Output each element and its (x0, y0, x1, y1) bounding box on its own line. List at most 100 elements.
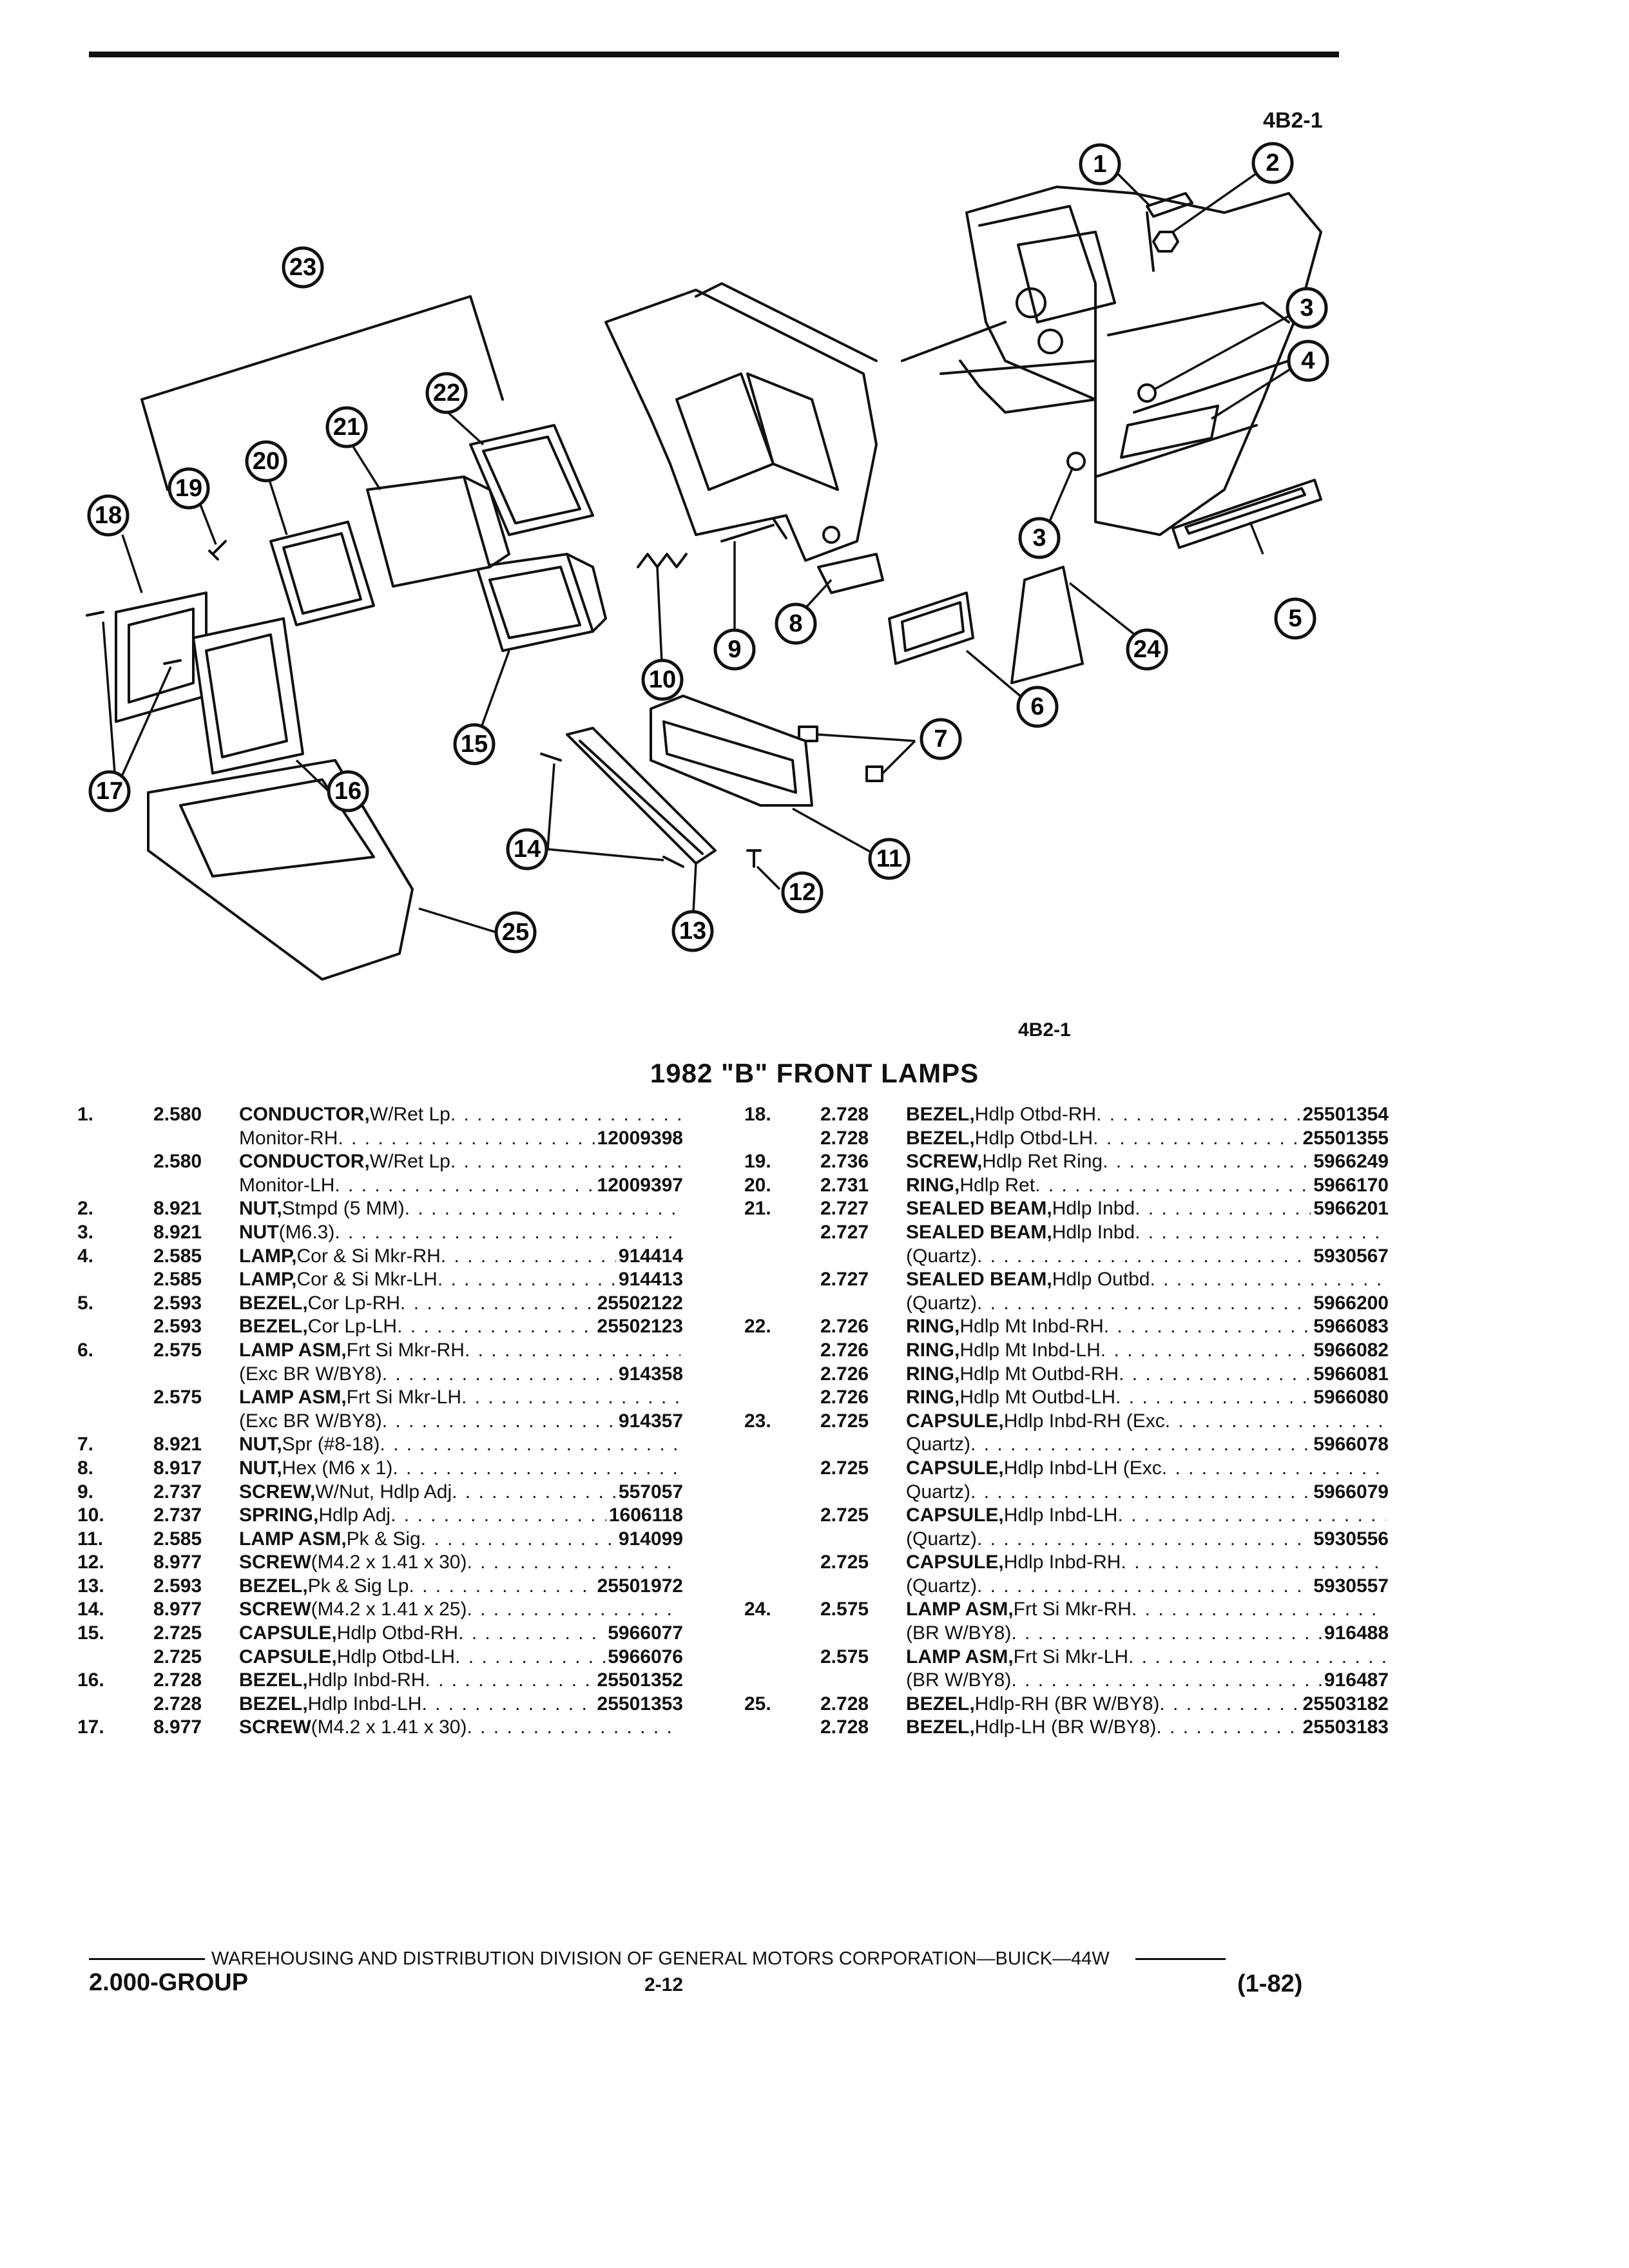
part-name: LAMP ASM, (239, 1387, 347, 1408)
leader-dots (1135, 1197, 1311, 1221)
part-description: (Quartz) (906, 1245, 1311, 1269)
part-description: CAPSULE, Hdlp Inbd-LH (Exc (906, 1457, 1386, 1481)
leader-dots (1096, 1103, 1300, 1127)
part-description: NUT, Spr (#8-18) (239, 1433, 680, 1457)
svg-text:17: 17 (96, 778, 123, 805)
part-description: SCREW, Hdlp Ret Ring (906, 1150, 1311, 1174)
part-number (1386, 1457, 1389, 1481)
leader-dots (1011, 1622, 1322, 1646)
screw-part (86, 611, 182, 665)
part-number: 914357 (618, 1410, 683, 1432)
parts-list-row: Quartz)5966079 (744, 1481, 1389, 1504)
exploded-parts-diagram: 1 2 3 4 3 5 24 6 7 8 9 10 11 12 13 14 15… (86, 142, 1329, 981)
part-detail: (Quartz) (906, 1245, 978, 1267)
part-detail: Hdlp Ret (959, 1174, 1036, 1196)
item-number: 8. (77, 1457, 94, 1479)
leader-dots (1119, 1363, 1311, 1387)
conductor-part (1146, 192, 1193, 272)
part-number: 5966082 (1313, 1339, 1389, 1361)
callout-6: 6 (1016, 686, 1059, 728)
part-description: LAMP ASM, Frt Si Mkr-LH (906, 1646, 1386, 1669)
svg-text:15: 15 (461, 731, 488, 758)
item-number: 12. (77, 1552, 104, 1573)
part-detail: Hdlp Inbd-RH (1003, 1552, 1121, 1573)
part-number (680, 1457, 683, 1481)
group-number: 2.726 (820, 1339, 869, 1361)
leader-dots (438, 1268, 616, 1292)
part-description: SEALED BEAM, Hdlp Outbd (906, 1268, 1386, 1292)
part-name: CONDUCTOR, (239, 1104, 370, 1125)
part-name: LAMP, (239, 1245, 297, 1267)
part-detail: (M4.2 x 1.41 x 25) (311, 1599, 467, 1620)
group-number: 2.728 (820, 1716, 869, 1738)
footer-page-number: 2-12 (644, 1974, 684, 1995)
item-number: 9. (77, 1481, 94, 1503)
callout-13: 13 (671, 910, 714, 952)
group-number (820, 1245, 906, 1269)
item-number (744, 1268, 820, 1292)
park-signal-lamp-part (650, 695, 813, 807)
part-detail: Quartz) (906, 1481, 971, 1503)
part-number (680, 1551, 683, 1575)
part-detail: Cor Lp-LH (307, 1316, 398, 1338)
leader-dots (382, 1363, 616, 1387)
item-number: 1. (77, 1104, 94, 1125)
leader-dots (409, 1575, 594, 1599)
leader-dots (467, 1598, 680, 1622)
callout-5: 5 (1274, 597, 1316, 640)
part-detail: Hdlp Inbd-LH (1003, 1504, 1118, 1526)
group-number: 2.575 (153, 1339, 202, 1361)
part-detail: Frt Si Mkr-RH (1013, 1599, 1132, 1620)
part-description: RING, Hdlp Mt Inbd-RH (906, 1315, 1311, 1339)
group-number: 2.585 (153, 1245, 202, 1267)
leader-dots (455, 1646, 605, 1669)
svg-text:16: 16 (334, 778, 361, 805)
part-name: LAMP ASM, (239, 1528, 347, 1550)
parts-list-row: (Quartz)5930557 (744, 1575, 1389, 1599)
part-detail: Hdlp Otbd-LH (974, 1127, 1094, 1149)
part-number: 12009397 (597, 1174, 683, 1196)
item-number (744, 1339, 820, 1363)
item-number: 22. (744, 1316, 771, 1338)
part-name: BEZEL, (239, 1292, 308, 1314)
part-description: RING, Hdlp Mt Outbd-RH (906, 1363, 1311, 1387)
spring-nut-part (865, 765, 883, 782)
part-description: Quartz) (906, 1481, 1311, 1504)
item-number (744, 1646, 820, 1669)
part-number (680, 1386, 683, 1410)
fender-structure (901, 186, 1322, 536)
callout-10: 10 (641, 658, 684, 701)
item-number: 13. (77, 1575, 104, 1597)
group-number: 2.737 (153, 1481, 202, 1503)
callout-20: 20 (245, 440, 287, 483)
leader-dots (1093, 1127, 1300, 1151)
part-description: SCREW (M4.2 x 1.41 x 30) (239, 1551, 680, 1575)
callout-15: 15 (453, 723, 496, 765)
callout-14: 14 (506, 828, 548, 870)
callout-3: 3 (1286, 287, 1328, 329)
item-number (77, 1410, 153, 1434)
figure-ref-top: 4B2-1 (1263, 108, 1323, 133)
part-description: Quartz) (906, 1433, 1311, 1457)
part-detail: Hdlp Ret Ring (982, 1151, 1103, 1173)
part-name: SCREW (239, 1599, 311, 1620)
part-name: SCREW (239, 1716, 311, 1738)
figure-ref-bottom: 4B2-1 (1018, 1019, 1071, 1041)
part-name: RING, (906, 1339, 960, 1361)
part-number: 25501355 (1302, 1127, 1389, 1149)
item-number: 25. (744, 1693, 771, 1715)
part-number: 1606118 (608, 1504, 683, 1526)
group-number (820, 1575, 906, 1599)
part-detail: Pk & Sig Lp (307, 1575, 409, 1597)
part-description: (Quartz) (906, 1575, 1311, 1599)
item-number: 21. (744, 1198, 771, 1220)
